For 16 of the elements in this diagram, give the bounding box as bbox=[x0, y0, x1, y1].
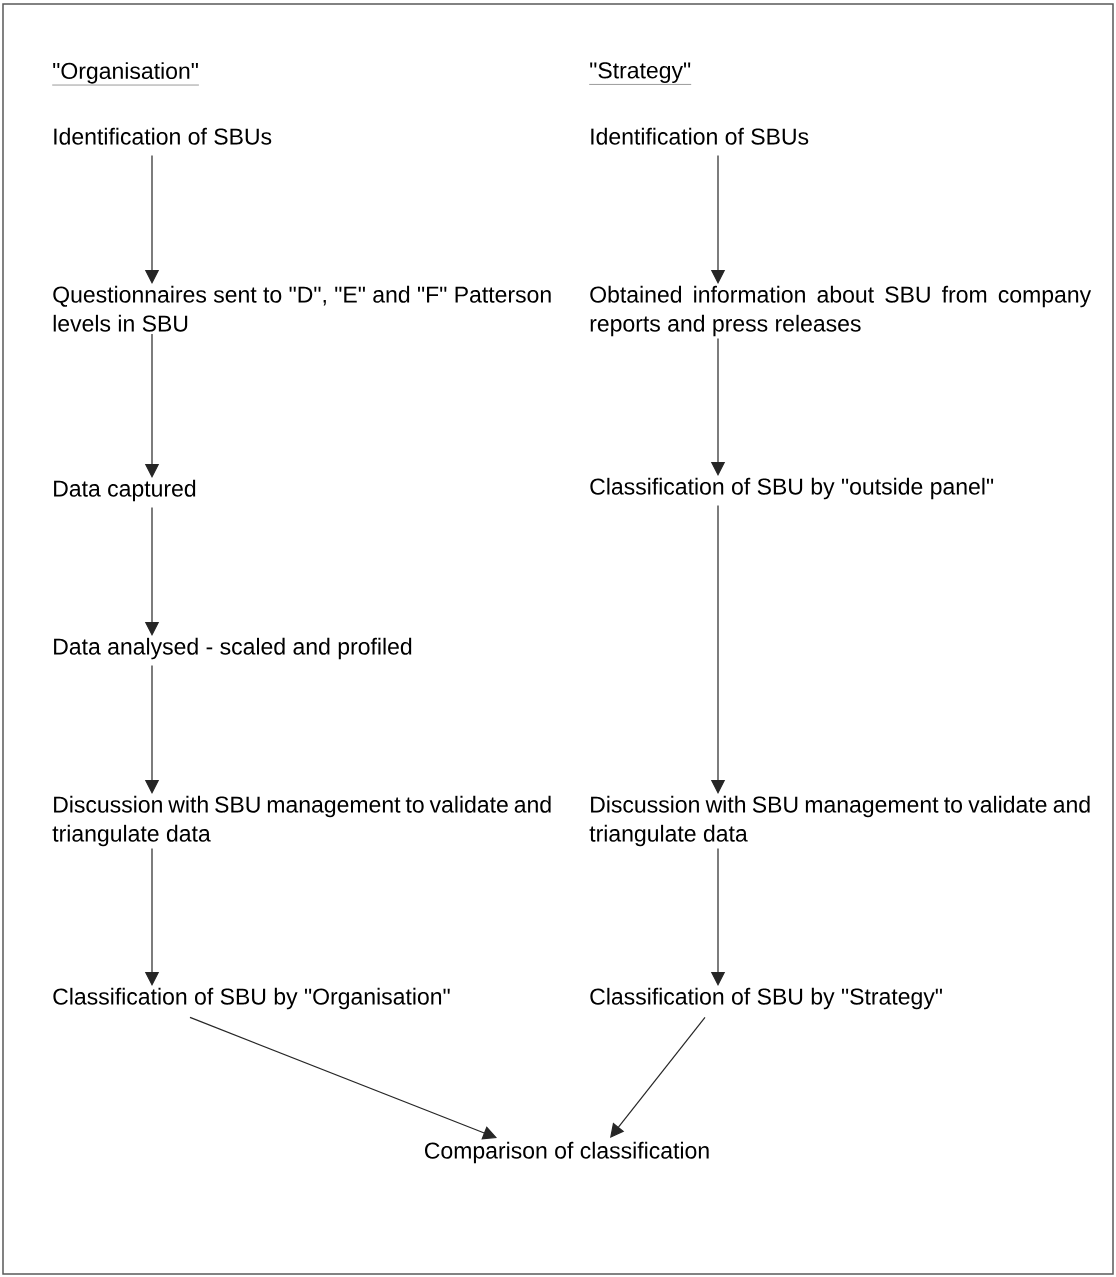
step-text: Discussion with SBU management to validate and triangulate data bbox=[52, 795, 551, 847]
step-text: Classification of SBU by "Strategy" bbox=[590, 987, 942, 1010]
arrow bbox=[189, 1016, 497, 1140]
step-text: Classification of SBU by "Organisation" bbox=[53, 987, 450, 1010]
column-heading: "Organisation" bbox=[52, 62, 200, 86]
step-text: Identification of SBUs bbox=[591, 127, 809, 145]
step-text: Obtained information about SBU from company reports and press releases bbox=[590, 285, 1092, 337]
step-text: Comparison of classification bbox=[425, 1141, 709, 1164]
step-text: Identification of SBUs bbox=[54, 127, 272, 145]
step-text: Classification of SBU by "outside panel" bbox=[590, 477, 994, 500]
step-text: Discussion with SBU management to validate and triangulate data bbox=[589, 795, 1090, 847]
step-text: Data analysed - scaled and profiled bbox=[54, 637, 412, 660]
column-heading: "Strategy" bbox=[589, 62, 692, 85]
arrow bbox=[610, 1016, 706, 1138]
step-text: Questionnaires sent to "D", "E" and "F" Patterson levels in SBU bbox=[53, 285, 551, 332]
step-text: Data captured bbox=[54, 479, 196, 502]
